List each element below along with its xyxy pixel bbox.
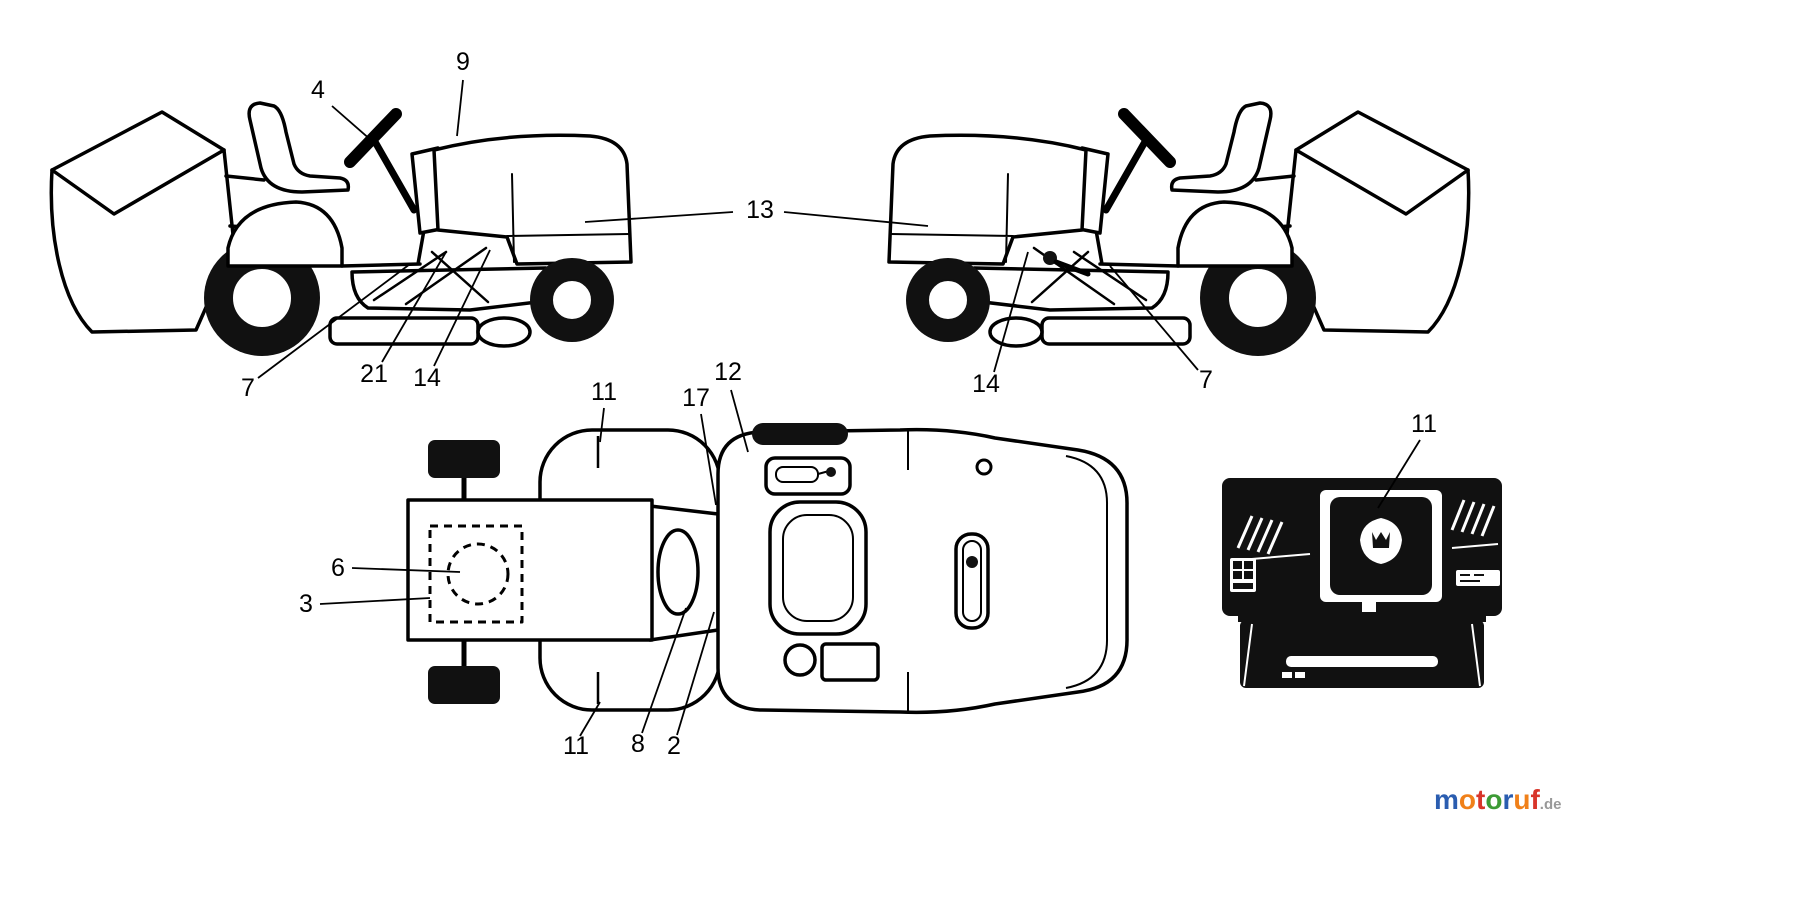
watermark-logo: motoruf.de [1434,784,1561,816]
front-wheel-bottom [428,666,500,704]
leader-line-13-left [584,211,734,223]
leader-line-7-left [257,263,411,379]
decal-outline-dashed-rect [428,524,524,624]
callout-4: 4 [311,76,325,104]
leader-line-11-bottom [579,701,601,737]
bumper-mark [1295,672,1305,678]
watermark-letter: m [1434,784,1459,815]
callout-7-left: 7 [241,374,255,402]
leader-line-13-right [783,211,929,227]
warning-pictogram [1233,583,1253,589]
callout-leader-lines [257,79,1421,737]
watermark-letter: o [1485,784,1503,815]
top-view [406,423,1129,715]
watermark-suffix: .de [1539,796,1562,813]
watermark-letter: o [1458,784,1477,815]
leader-line-6 [351,567,461,573]
warning-pictogram [1244,561,1253,569]
tractor-right-side-view [889,103,1469,356]
decal-hatch-right [1450,499,1496,537]
leader-line-8 [641,607,687,734]
decal-base-middle [1238,606,1486,622]
leader-line-11-decal [1377,439,1421,509]
callout-11-bottom: 11 [563,732,589,760]
watermark-letter: r [1502,784,1514,815]
hood-top [406,498,654,642]
spec-label-marks [1460,574,1484,582]
callout-8: 8 [631,730,645,758]
leader-line-7-right [1109,265,1199,371]
tractor-left-side-view [51,103,631,356]
warning-pictogram [1233,561,1242,569]
bumper-corner-lines [1243,623,1481,687]
leader-line-11-top [599,407,605,443]
callout-6: 6 [331,554,345,582]
decal-outline-dashed-circle [446,542,510,606]
control-knob [1043,251,1057,265]
dash-lever-knob [826,467,836,477]
leader-line-14-left [433,249,491,367]
callout-labels: 4 9 13 7 21 14 14 7 11 17 12 6 3 11 8 2 … [241,48,1437,760]
cup-holder [783,643,817,677]
warning-pictogram [1233,571,1242,579]
dash-panel-slot [775,466,819,483]
crown-icon [1372,532,1390,548]
callout-11-top: 11 [591,378,617,406]
decal-hatch-left [1236,515,1284,555]
decal-base-lower [1240,620,1484,688]
watermark-letter: u [1513,784,1531,815]
leader-line-9 [456,79,464,137]
shift-console-inner [962,540,982,622]
warning-pictogram [1244,571,1253,579]
rear-fender-inner-line [1065,455,1109,689]
callout-14-left: 14 [413,364,441,392]
callout-9: 9 [456,48,470,76]
leader-line-4 [331,105,381,149]
callout-21: 21 [360,360,388,388]
warning-pictograms [1233,561,1253,589]
rear-tray [820,642,880,682]
leader-line-17 [700,413,717,506]
callout-17: 17 [682,384,710,412]
chute-opening [656,528,700,616]
control-lever [1053,259,1091,277]
front-wheel-top [428,440,500,478]
spec-label [1456,570,1500,586]
leader-line-2 [676,611,715,736]
leader-line-12 [730,389,749,453]
watermark-letter: f [1530,784,1540,815]
rear-knob [975,458,993,476]
right-tractor-control-lever [1043,251,1091,277]
bumper-slot [1286,656,1438,667]
dash-decal-bar [752,423,848,445]
callout-13: 13 [746,196,774,224]
shift-lever-knob [966,556,978,568]
leader-line-21 [381,251,447,363]
decal-center-tab [1362,598,1376,612]
callout-14-right: 14 [972,370,1000,398]
callout-11-decal: 11 [1411,410,1437,438]
leader-line-14-right [993,251,1029,373]
callout-7-right: 7 [1199,366,1213,394]
seat-top-inner [782,514,854,622]
watermark-letter: t [1476,784,1486,815]
dashboard-decal [1222,478,1502,688]
callout-2: 2 [667,732,681,760]
leader-line-3 [319,597,431,605]
callout-12: 12 [714,358,742,386]
bumper-mark [1282,672,1292,678]
callout-3: 3 [299,590,313,618]
